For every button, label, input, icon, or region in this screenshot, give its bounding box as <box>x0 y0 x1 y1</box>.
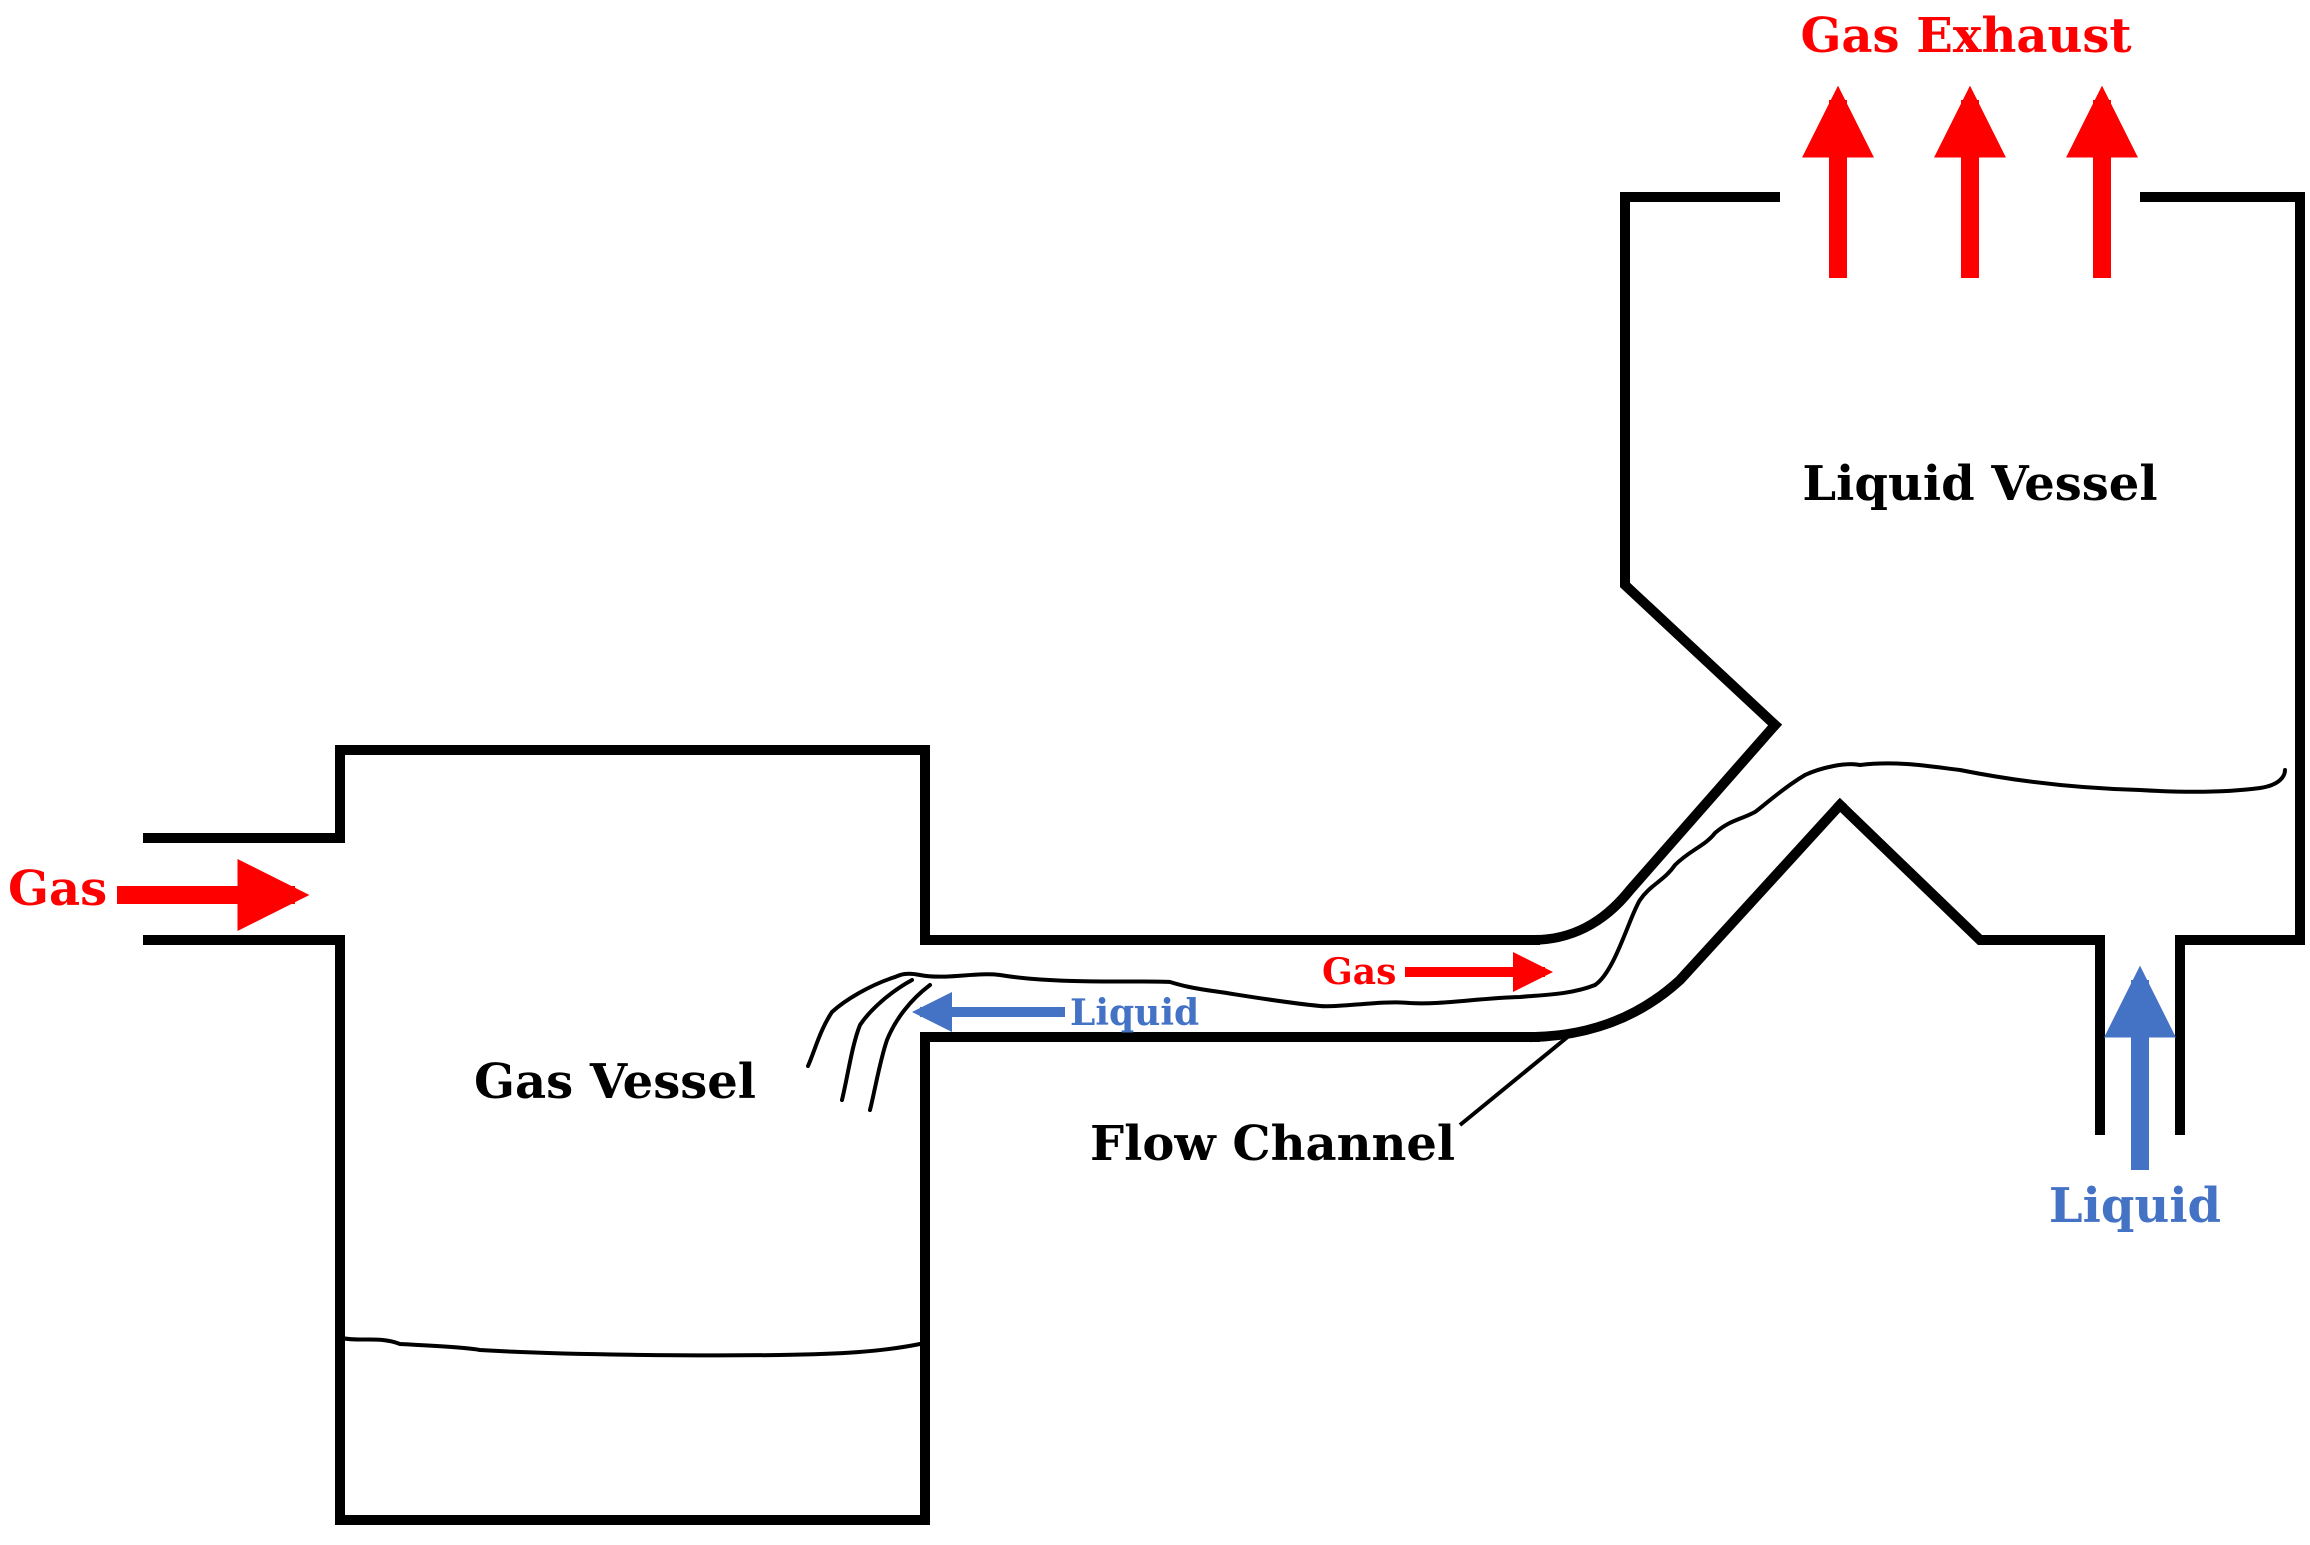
gas-vessel-label: Gas Vessel <box>474 1054 756 1110</box>
gas-inlet-pipe-bottom <box>143 935 1540 1525</box>
liquid-vessel-liquid-level <box>1803 761 2287 794</box>
flow-channel-leader-line <box>1458 1033 1572 1127</box>
flow-channel-label: Flow Channel <box>1090 1116 1455 1172</box>
channel-gas-label: Gas <box>1322 951 1396 993</box>
splash-line-1 <box>806 975 897 1068</box>
liquid-vessel-label: Liquid Vessel <box>1802 456 2157 512</box>
flow-channel-upper-wall <box>1529 717 1783 946</box>
liquid-vessel-bottom-wall <box>1832 797 2105 1135</box>
channel-liquid-film-upper <box>1593 773 1807 987</box>
gas-exhaust-label: Gas Exhaust <box>1800 8 2131 64</box>
flow-channel-lower-wall <box>1529 797 1848 1043</box>
liquid-vessel-left-wall <box>1620 192 1783 733</box>
liquid-vessel-right-wall <box>2140 192 2305 1135</box>
gas-vessel-liquid-level <box>340 1336 922 1358</box>
gas-inlet-pipe-top <box>143 745 1540 945</box>
liquid-inlet-label: Liquid <box>2049 1178 2221 1234</box>
gas-inlet-label: Gas <box>8 861 107 917</box>
channel-liquid-film-lower <box>893 971 1597 1009</box>
channel-liquid-label: Liquid <box>1070 992 1199 1034</box>
splash-line-2 <box>840 978 914 1102</box>
